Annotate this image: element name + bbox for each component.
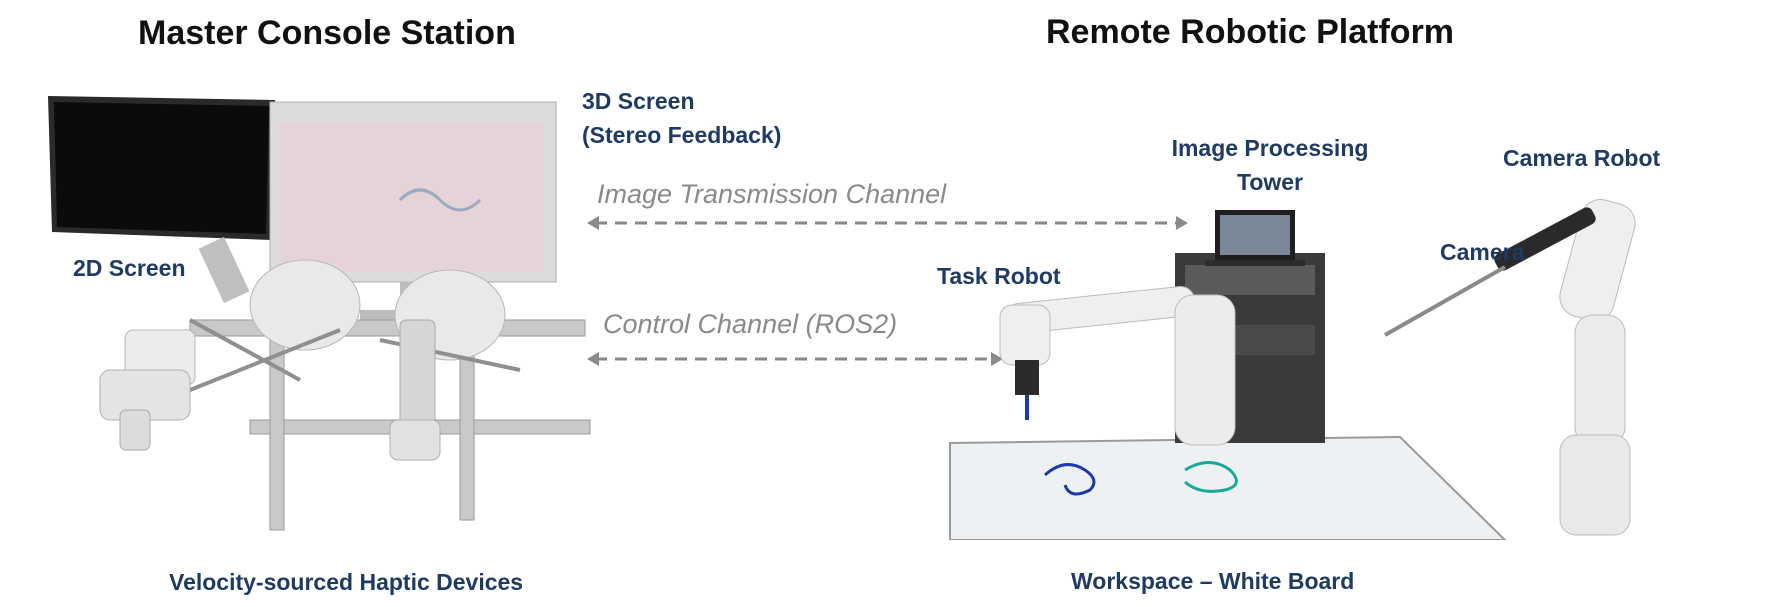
control-channel-arrow <box>587 352 1003 366</box>
workspace-label: Workspace – White Board <box>1071 568 1355 594</box>
image-processing-tower-sublabel: Tower <box>1236 169 1304 195</box>
camera-label: Camera <box>1440 239 1525 265</box>
haptic-device-left-image <box>99 259 361 451</box>
image-channel-label: Image Transmission Channel <box>597 179 947 209</box>
master-console-photo <box>48 96 591 531</box>
task-robot-label: Task Robot <box>937 263 1061 289</box>
control-channel-label: Control Channel (ROS2) <box>603 309 898 339</box>
master-console-title: Master Console Station <box>138 14 516 52</box>
camera-robot-label: Camera Robot <box>1503 145 1661 171</box>
remote-platform-photo <box>949 199 1636 540</box>
remote-platform-title: Remote Robotic Platform <box>1046 13 1455 51</box>
camera-robot-image <box>1384 199 1636 536</box>
2d-screen-label: 2D Screen <box>73 255 186 281</box>
task-robot-image <box>999 286 1236 446</box>
image-processing-tower-label: Image Processing <box>1171 135 1369 161</box>
haptic-device-right-image <box>379 269 521 461</box>
image-channel-arrow <box>587 216 1188 230</box>
haptic-devices-label: Velocity-sourced Haptic Devices <box>169 569 524 595</box>
3d-screen-sublabel: (Stereo Feedback) <box>582 122 782 148</box>
2d-monitor-image <box>48 96 275 304</box>
3d-screen-label: 3D Screen <box>582 88 695 114</box>
3d-monitor-image <box>269 101 557 320</box>
whiteboard-image <box>949 435 1507 540</box>
